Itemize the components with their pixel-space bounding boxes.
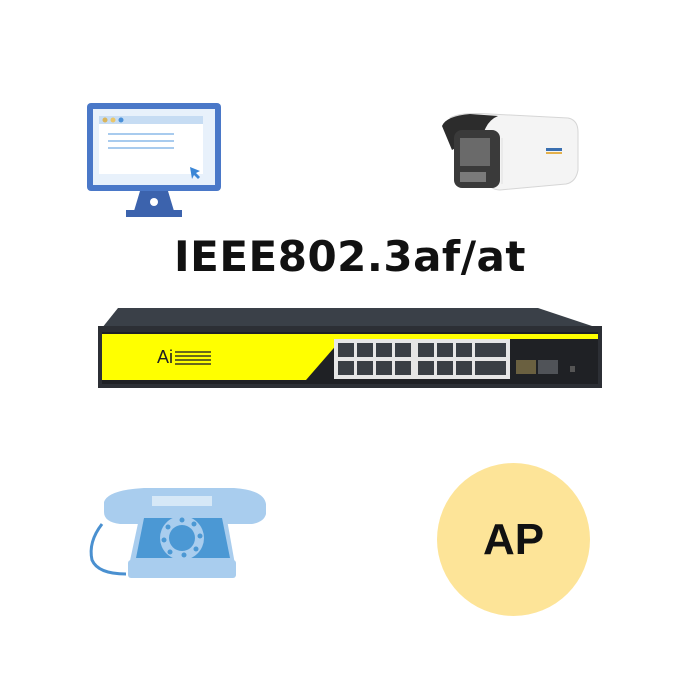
- telephone-icon: [84, 482, 270, 582]
- access-point-badge: AP: [437, 463, 590, 616]
- poe-switch: Ai: [98, 306, 602, 390]
- ap-label: AP: [482, 514, 545, 564]
- standard-title: IEEE802.3af/at: [174, 232, 526, 281]
- monitor-icon: [86, 102, 222, 220]
- brand-label: Ai: [157, 347, 174, 367]
- brand-caption: [175, 351, 211, 367]
- ip-camera-icon: [440, 110, 580, 192]
